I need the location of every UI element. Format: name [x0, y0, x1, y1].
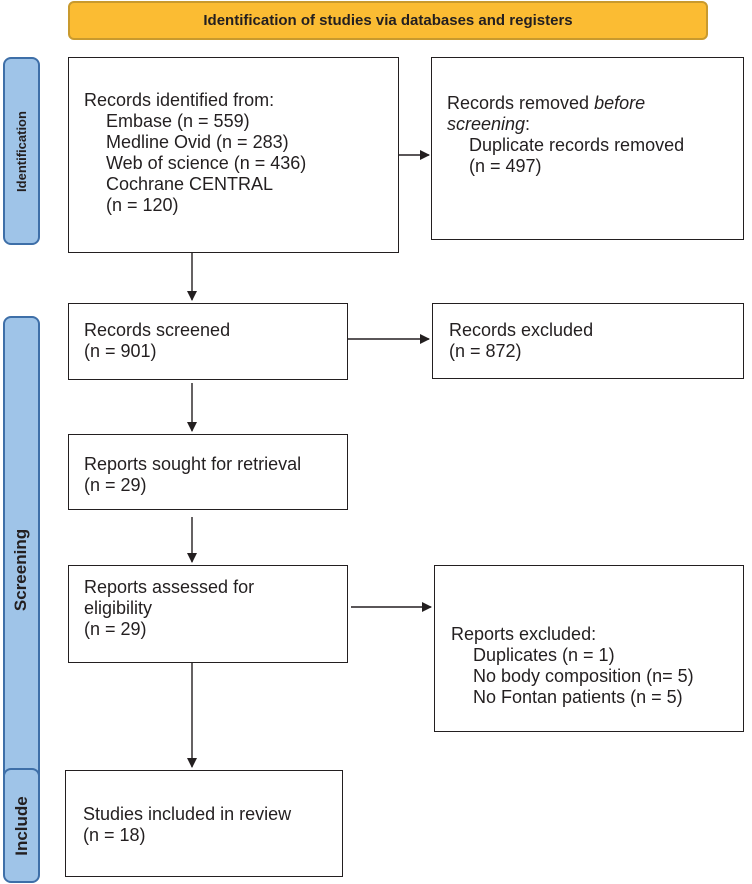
source-embase: Embase (n = 559) [106, 111, 250, 131]
reports-assessed-title-cont: eligibility [84, 598, 153, 618]
reports-excluded-title: Reports excluded: [451, 624, 597, 644]
phase-identification: Identification [3, 57, 40, 245]
reports-sought-title: Reports sought for retrieval [84, 454, 302, 474]
records-excluded-title: Records excluded [449, 320, 594, 340]
records-removed-title-cont: screening: [447, 114, 531, 134]
excluded-duplicates: Duplicates (n = 1) [473, 645, 615, 665]
studies-included-count: (n = 18) [83, 825, 146, 845]
records-removed-title: Records removed before [447, 93, 646, 113]
studies-included-title: Studies included in review [83, 804, 292, 824]
studies-included-box: Studies included in review (n = 18) [65, 770, 343, 877]
records-screened-box: Records screened (n = 901) [68, 303, 348, 380]
records-screened-title: Records screened [84, 320, 231, 340]
source-cochrane: Cochrane CENTRAL [106, 174, 274, 194]
reports-sought-box: Reports sought for retrieval (n = 29) [68, 434, 348, 510]
source-medline: Medline Ovid (n = 283) [106, 132, 289, 152]
phase-screening: Screening [3, 316, 40, 824]
phase-include: Include [3, 768, 40, 883]
reports-assessed-box: Reports assessed for eligibility (n = 29… [68, 565, 348, 663]
reports-assessed-title: Reports assessed for [84, 577, 255, 597]
records-identified-title: Records identified from: [84, 90, 275, 110]
reports-excluded-box: Reports excluded: Duplicates (n = 1) No … [434, 565, 744, 732]
reports-sought-count: (n = 29) [84, 475, 147, 495]
duplicates-removed: Duplicate records removed [469, 135, 685, 155]
records-screened-count: (n = 901) [84, 341, 157, 361]
source-cochrane-count: (n = 120) [106, 195, 179, 215]
records-excluded-count: (n = 872) [449, 341, 522, 361]
records-identified-box: Records identified from: Embase (n = 559… [68, 57, 399, 253]
records-excluded-box: Records excluded (n = 872) [432, 303, 744, 379]
source-web-of-science: Web of science (n = 436) [106, 153, 307, 173]
records-removed-box: Records removed before screening: Duplic… [431, 57, 744, 240]
header-title: Identification of studies via databases … [203, 12, 573, 29]
reports-assessed-count: (n = 29) [84, 619, 147, 639]
duplicates-removed-count: (n = 497) [469, 156, 542, 176]
excluded-no-fontan: No Fontan patients (n = 5) [473, 687, 683, 707]
excluded-no-body-composition: No body composition (n= 5) [473, 666, 694, 686]
header-banner: Identification of studies via databases … [68, 1, 708, 40]
